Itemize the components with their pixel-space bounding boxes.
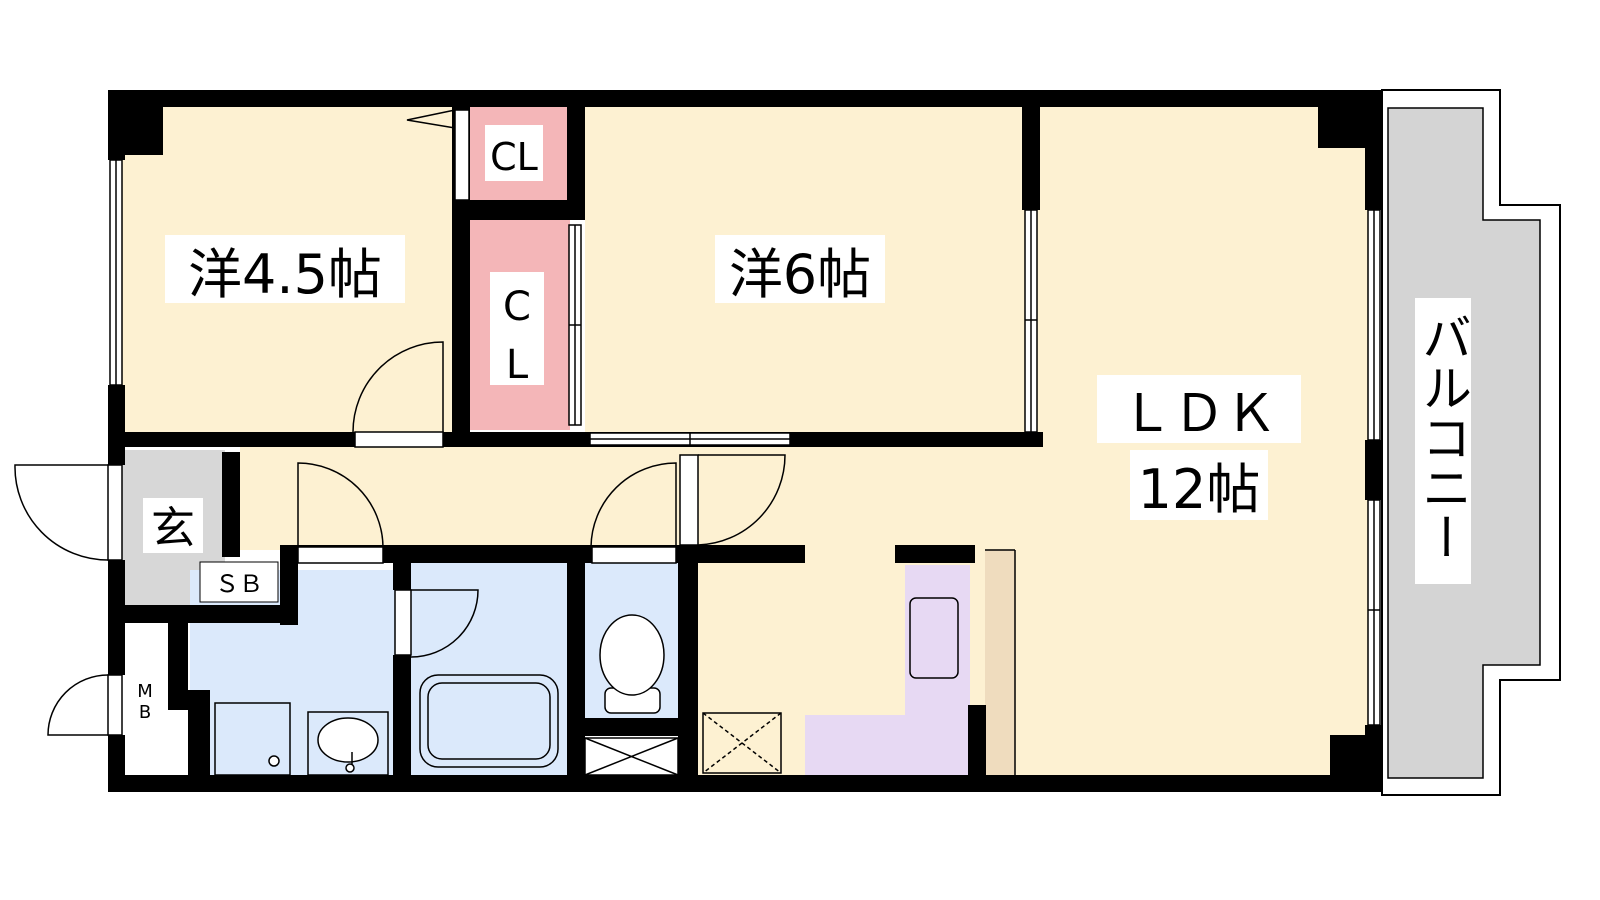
shoe-box-label: ＳＢ [215, 570, 263, 598]
room-ldk-floor [1035, 105, 1380, 785]
bathtub-inner [427, 682, 551, 760]
wall-toilet-bottom [585, 718, 680, 736]
balcony-label: バルコニー [1414, 312, 1472, 562]
wall-kitchen-post [968, 705, 986, 785]
entrance-label: 玄 [151, 503, 195, 554]
toilet [599, 614, 665, 714]
wall-bath-left-lower [393, 655, 411, 790]
column-top-left [108, 90, 163, 155]
closet-top-door [406, 109, 470, 201]
wall-western-b-right-upper [1022, 90, 1040, 210]
hallway-floor [240, 440, 1040, 550]
closet-top-label: CL [490, 135, 538, 179]
entrance-door [14, 464, 123, 561]
wall-left-bottom [108, 735, 125, 792]
wall-bath-left [393, 545, 411, 590]
washing-machine-drain [268, 755, 280, 767]
wall-western-b-right-lower [1022, 432, 1042, 447]
wall-washroom-left [168, 605, 188, 710]
room-western-b-label: 洋6帖 [729, 243, 871, 306]
western-a-door [352, 341, 444, 448]
wall-bottom [108, 775, 1383, 792]
wall-top [108, 90, 1383, 107]
wall-left-mid [108, 385, 125, 465]
column-top-right [1318, 90, 1383, 148]
doors [14, 109, 791, 736]
wall-entrance-bottom [108, 605, 298, 623]
wall-closets-right [567, 90, 585, 220]
closet-mid-label-l: L [506, 342, 529, 388]
room-western-a-label: 洋4.5帖 [188, 243, 382, 306]
western-b-sliding-door [589, 432, 791, 446]
wall-right-mid [1365, 440, 1383, 500]
closet-mid-label-c: C [503, 284, 531, 330]
wall-toilet-right [678, 545, 698, 790]
wall-meter-right-lower [188, 690, 210, 790]
bathtub [419, 674, 559, 768]
wall-entrance-right [222, 452, 240, 557]
labels: 洋4.5帖 洋6帖 ＬＤＫ 12帖 CL C L 玄 ＳＢ M B バルコニー [137, 135, 1472, 723]
bath-door [394, 589, 479, 658]
washbasin-bowl [317, 717, 379, 763]
column-bottom-right [1330, 735, 1383, 792]
meter-box-label-b: B [139, 702, 151, 723]
fixtures [214, 549, 1016, 785]
toilet-door [590, 462, 677, 564]
meter-box-label-m: M [137, 681, 153, 702]
windows [109, 159, 1381, 726]
toilet-storage [584, 737, 679, 776]
label-backgrounds [130, 125, 1471, 725]
ldk-door [679, 454, 786, 546]
wall-kitchen-stub [895, 545, 975, 563]
refrigerator-space [702, 712, 782, 774]
room-ldk-size: 12帖 [1138, 458, 1261, 521]
wall-bath-right [567, 545, 585, 790]
floor-fills [120, 105, 1380, 785]
room-ldk-label: ＬＤＫ [1121, 384, 1277, 444]
kitchen-side-counter [985, 550, 1015, 785]
kitchen-sink [909, 597, 959, 679]
wall-rooms-bottom [108, 432, 1043, 447]
washroom-door [297, 462, 384, 564]
wall-closet-divider [452, 200, 585, 220]
kitchen-counter [805, 565, 970, 785]
meter-box-door [47, 674, 123, 736]
